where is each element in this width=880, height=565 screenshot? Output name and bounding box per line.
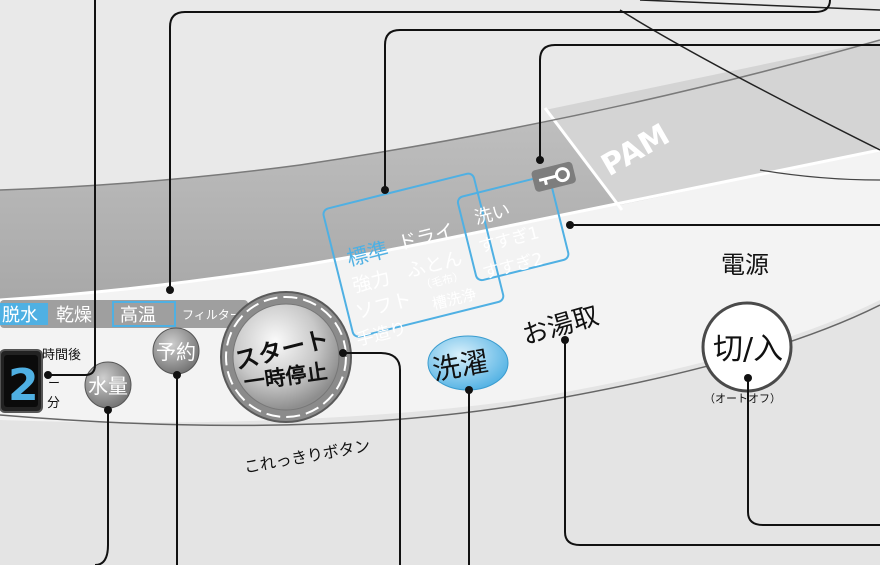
tab-dry: 乾燥 bbox=[56, 305, 92, 326]
course-frame bbox=[322, 172, 505, 338]
water-level-label: 水量 bbox=[88, 374, 128, 398]
panel-band-top bbox=[0, 0, 880, 190]
tab-high-temp: 高温 bbox=[120, 305, 156, 326]
start-pause-button[interactable] bbox=[232, 303, 340, 411]
reserve-label: 予約 bbox=[156, 340, 196, 364]
power-caption: （オートオフ） bbox=[704, 392, 781, 405]
timer-digit: 2 bbox=[8, 360, 39, 411]
panel-right-region bbox=[545, 40, 880, 205]
mode-tab-strip bbox=[0, 300, 248, 328]
leader-lines bbox=[48, 0, 880, 565]
panel-lower-edge bbox=[759, 169, 880, 181]
timer-unit-hours: 時間後 bbox=[42, 348, 81, 363]
lock-indicator bbox=[531, 161, 576, 192]
timer-unit-minutes: 分 bbox=[47, 396, 60, 411]
tab-filter: フィルター bbox=[182, 308, 242, 322]
panel-lower-shade bbox=[0, 300, 880, 565]
panel-edge bbox=[619, 9, 880, 151]
stage-frame bbox=[456, 175, 570, 282]
tab-dehydrate: 脱水 bbox=[2, 305, 38, 326]
timer-dash: ー bbox=[48, 376, 60, 390]
power-label: 切/入 bbox=[713, 332, 783, 367]
power-title: 電源 bbox=[721, 251, 769, 279]
